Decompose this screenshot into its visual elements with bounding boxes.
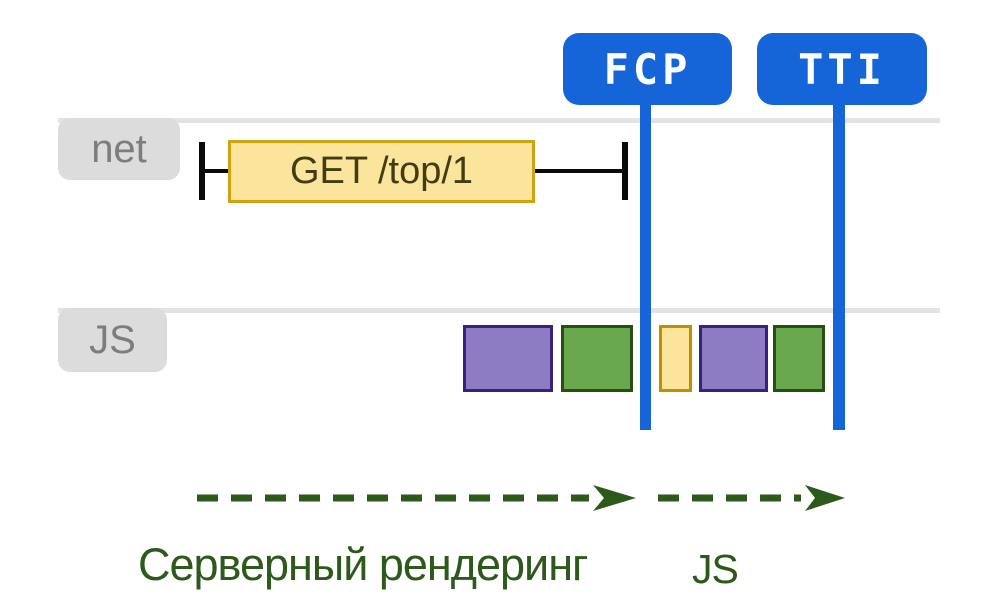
tti-marker-line xyxy=(833,103,845,430)
js-phase-caption: JS xyxy=(692,546,739,592)
tti-badge: TTI xyxy=(757,33,927,105)
net-lane-label-text: net xyxy=(91,126,147,171)
js-task-block-purple-2 xyxy=(699,325,768,392)
request-start-connector xyxy=(205,169,228,173)
request-start-tick xyxy=(199,142,205,200)
server-render-phase-arrow xyxy=(197,485,636,511)
fcp-badge: FCP xyxy=(563,33,732,105)
js-lane-label: JS xyxy=(58,308,167,372)
network-request-bar: GET /top/1 xyxy=(228,140,535,203)
js-task-block-yellow-1 xyxy=(659,325,692,392)
fcp-marker-line xyxy=(640,103,651,430)
request-end-tick xyxy=(622,142,628,200)
js-lane-line xyxy=(58,308,940,313)
js-task-block-green-2 xyxy=(773,325,825,392)
network-request-label: GET /top/1 xyxy=(289,150,474,192)
js-lane-label-text: JS xyxy=(89,317,136,362)
request-end-connector xyxy=(535,169,622,173)
js-task-block-green-1 xyxy=(561,325,633,392)
js-phase-arrow xyxy=(658,485,845,511)
net-lane-line xyxy=(58,118,940,123)
net-lane-label: net xyxy=(58,118,180,180)
server-render-phase-caption: Серверный рендеринг xyxy=(138,539,588,590)
js-task-block-purple-1 xyxy=(463,325,553,392)
tti-label: TTI xyxy=(798,44,886,94)
fcp-label: FCP xyxy=(603,44,692,94)
